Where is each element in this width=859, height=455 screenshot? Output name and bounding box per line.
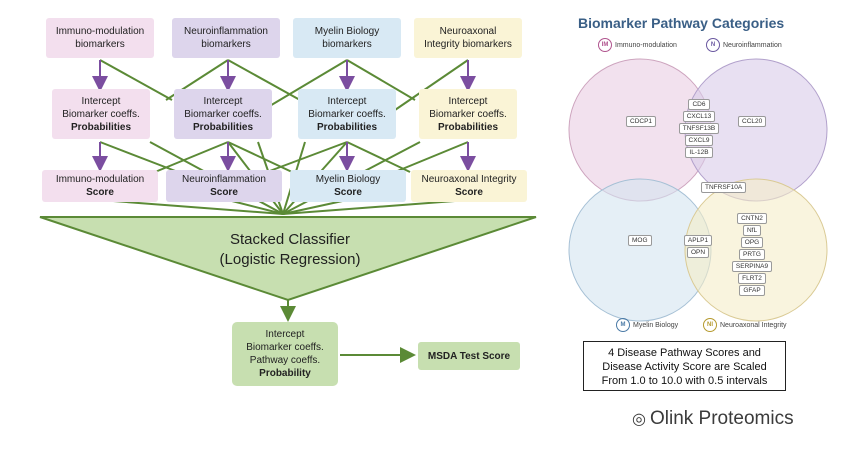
n-tag-icon: N [706,38,720,52]
m-ni-overlap-list: APLP1 OPN [680,235,716,258]
pathway-line2: Integrity biomarkers [424,39,512,50]
chip-aplp1: APLP1 [683,235,713,246]
pathway-line2: biomarkers [322,39,372,50]
intercept-line2: Biomarker coeffs. [308,108,386,120]
pathway-box-myelin: Myelin Biology biomarkers [293,18,401,58]
chip-ccl20: CCL20 [738,116,767,127]
intercept-line3: Probabilities [316,121,377,133]
score-line1: Neuroaxonal Integrity [421,174,517,185]
chip-gfap: GFAP [739,285,765,296]
score-line2: Score [210,187,238,198]
chip-cdcp1: CDCP1 [626,116,657,127]
stacked-line2: (Logistic Regression) [219,251,361,268]
chip-cxcl9: CXCL9 [684,135,714,146]
chip-flrt2: FLRT2 [738,273,766,284]
stacked-line1: Stacked Classifier [229,231,351,248]
intercept-line1: Intercept [327,95,367,107]
score-box-myelin: Myelin Biology Score [290,170,406,202]
score-box-neuroinflammation: Neuroinflammation Score [166,170,282,202]
purple-arrows [92,60,476,172]
msda-test-score-box: MSDA Test Score [418,342,520,370]
pathway-line1: Immuno-modulation [55,26,145,37]
pathway-line1: Neuroaxonal [439,26,497,37]
pathway-line1: Neuroinflammation [184,26,268,37]
intercept-line3: Probabilities [192,121,253,133]
test-score-label: MSDA Test Score [427,350,511,362]
score-box-immuno: Immuno-modulation Score [42,170,158,202]
pathway-box-neuroaxonal: Neuroaxonal Integrity biomarkers [414,18,522,58]
intercept-line3: Probabilities [70,121,131,133]
chip-serpina9: SERPINA9 [731,261,773,272]
intercept-line3: Probabilities [437,121,498,133]
intercept-line2: Biomarker coeffs. [62,108,140,120]
final-model-box: Intercept Biomarker coeffs. Pathway coef… [232,322,338,386]
watermark: ◎Olink Proteomics [632,408,794,430]
intercept-box-neuroinflammation: Intercept Biomarker coeffs. Probabilitie… [174,89,272,139]
score-box-neuroaxonal: Neuroaxonal Integrity Score [411,170,527,202]
scale-line1: 4 Disease Pathway Scores and [608,347,761,359]
pathway-line1: Myelin Biology [314,26,380,37]
intercept-line2: Biomarker coeffs. [184,108,262,120]
intercept-line1: Intercept [81,95,121,107]
intercept-line1: Intercept [448,95,488,107]
intercept-line2: Biomarker coeffs. [429,108,507,120]
chip-tnfsf13b: TNFSF13B [678,123,720,134]
final-line1: Intercept [265,329,305,340]
im-tag-icon: IM [598,38,612,52]
chip-cntn2: CNTN2 [737,213,767,224]
stacked-classifier-label: Stacked Classifier (Logistic Regression) [40,230,540,270]
pathway-line2: biomarkers [75,39,125,50]
chip-opn: OPN [686,247,710,258]
ni-tag-icon: NI [703,318,717,332]
score-line2: Score [86,187,114,198]
stacked-classifier-triangle [39,216,537,302]
score-line1: Neuroinflammation [182,174,266,185]
score-line2: Score [455,187,483,198]
m-label: Myelin Biology [633,321,679,329]
scale-line3: From 1.0 to 10.0 with 0.5 intervals [601,375,768,387]
chip-cxcl13: CXCL13 [682,111,716,122]
chip-mog: MOG [628,235,652,246]
chip-tnfrsf10a: TNFRSF10A [701,182,747,193]
ni-label: Neuroaxonal Integrity [720,321,787,329]
m-tag-icon: M [616,318,630,332]
venn-title: Biomarker Pathway Categories [578,15,785,31]
n-label: Neuroinflammation [723,41,782,49]
score-line1: Myelin Biology [315,174,381,185]
watermark-text: Olink Proteomics [649,408,794,429]
chip-cd6: CD6 [688,99,710,110]
chip-il12b: IL-12B [685,147,713,158]
final-line2: Biomarker coeffs. [246,342,324,353]
chip-nfl: NfL [742,225,762,236]
wechat-icon: ◎ [632,411,646,428]
final-line4: Probability [259,368,311,379]
intercept-line1: Intercept [203,95,243,107]
intercept-box-myelin: Intercept Biomarker coeffs. Probabilitie… [298,89,396,139]
chip-opg: OPG [740,237,764,248]
ni-only-list: CNTN2 NfL OPG PRTG SERPINA9 FLRT2 GFAP [730,213,774,296]
intercept-box-neuroaxonal: Intercept Biomarker coeffs. Probabilitie… [419,89,517,139]
pathway-line2: biomarkers [201,39,251,50]
score-line1: Immuno-modulation [55,174,145,185]
pathway-box-immuno: Immuno-modulation biomarkers [46,18,154,58]
im-n-overlap-list: CD6 CXCL13 TNFSF13B CXCL9 IL-12B [678,99,720,158]
intercept-box-immuno: Intercept Biomarker coeffs. Probabilitie… [52,89,150,139]
im-label: Immuno-modulation [615,41,677,49]
pathway-box-neuroinflammation: Neuroinflammation biomarkers [172,18,280,58]
score-line2: Score [334,187,362,198]
final-line3: Pathway coeffs. [249,355,321,366]
chip-prtg: PRTG [739,249,765,260]
scale-note-box: 4 Disease Pathway Scores and Disease Act… [583,341,786,391]
scale-line2: Disease Activity Score are Scaled [602,361,767,373]
